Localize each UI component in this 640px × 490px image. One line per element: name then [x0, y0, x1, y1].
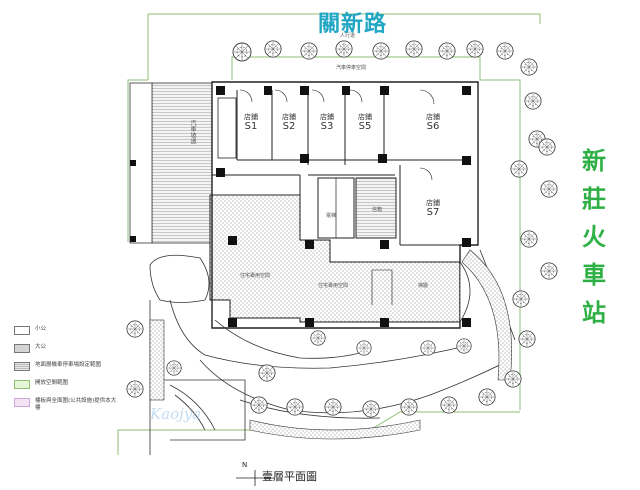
shop-s3-id: S3 [320, 121, 334, 132]
legend-label: 大公 [35, 344, 47, 350]
legend-label: 小公 [35, 326, 47, 332]
legend-item-note: 樓板與全面圍(公共設施)提供本大樓 [14, 398, 118, 426]
shop-partitions [212, 90, 470, 246]
label-mail: 信箱 [372, 207, 383, 213]
shop-s5-id: S5 [358, 121, 372, 132]
label-hall-right: 住宅專用空間 [318, 283, 349, 289]
shop-s2-id: S2 [282, 121, 296, 132]
station-label-char: 新 [582, 147, 606, 175]
north-arrow [236, 470, 274, 486]
legend-item-small-public: 小公 [14, 326, 118, 338]
curved-path-east [461, 249, 512, 381]
legend-label: 樓板與全面圍(公共設施)提供本大樓 [35, 398, 117, 411]
shop-s2-name: 店鋪 [282, 113, 296, 121]
legend: 小公 大公 地面層機車停車場設定範圍 開放空間範圍 樓板與全面圍(公共設施)提供… [14, 326, 118, 432]
label-ramp: 汽車坡道 [189, 120, 196, 144]
columns [130, 86, 471, 327]
legend-swatch [14, 380, 30, 389]
stair-core [217, 97, 397, 239]
watermark: Kaojya [150, 405, 202, 423]
shop-s5-name: 店鋪 [358, 113, 372, 121]
shop-s3-name: 店鋪 [320, 113, 334, 121]
label-hall-left: 住宅專用空間 [240, 273, 271, 279]
shop-s1-id: S1 [244, 121, 258, 132]
north-label: N [242, 461, 248, 469]
legend-label: 開放空間範圍 [35, 380, 69, 386]
station-label-char: 車 [582, 261, 606, 289]
station-label: 新莊火車站 [577, 142, 611, 332]
legend-swatch [14, 344, 30, 353]
shop-s7-name: 店鋪 [426, 199, 440, 207]
shop-s7-id: S7 [426, 207, 440, 218]
station-label-char: 火 [582, 223, 606, 251]
road-label: 關新路 [318, 12, 388, 37]
legend-swatch [14, 362, 30, 371]
legend-swatch [14, 398, 30, 407]
bike-parking-area [151, 82, 213, 244]
station-label-char: 站 [582, 299, 606, 327]
label-parking-north: 人行道 [340, 33, 356, 39]
legend-item-open-space: 開放空間範圍 [14, 380, 118, 392]
legend-swatch [14, 326, 30, 335]
shop-s1-name: 店鋪 [244, 113, 258, 121]
legend-item-large-public: 大公 [14, 344, 118, 356]
station-label-char: 莊 [582, 185, 606, 213]
floor-title: 壹層平面圖 [262, 470, 317, 483]
curved-path-south [249, 419, 421, 440]
doors [239, 89, 435, 305]
label-parking-text: 汽車停車空間 [336, 65, 367, 71]
legend-label: 地面層機車停車場設定範圍 [35, 362, 102, 368]
label-lobby: 梯廳 [418, 283, 429, 289]
stone-path [149, 319, 165, 401]
label-elevator: 電梯 [326, 213, 337, 219]
shop-s6-name: 店鋪 [426, 113, 440, 121]
legend-item-bike-area: 地面層機車停車場設定範圍 [14, 362, 118, 374]
glazing [149, 254, 471, 324]
shop-s6-id: S6 [426, 121, 440, 132]
